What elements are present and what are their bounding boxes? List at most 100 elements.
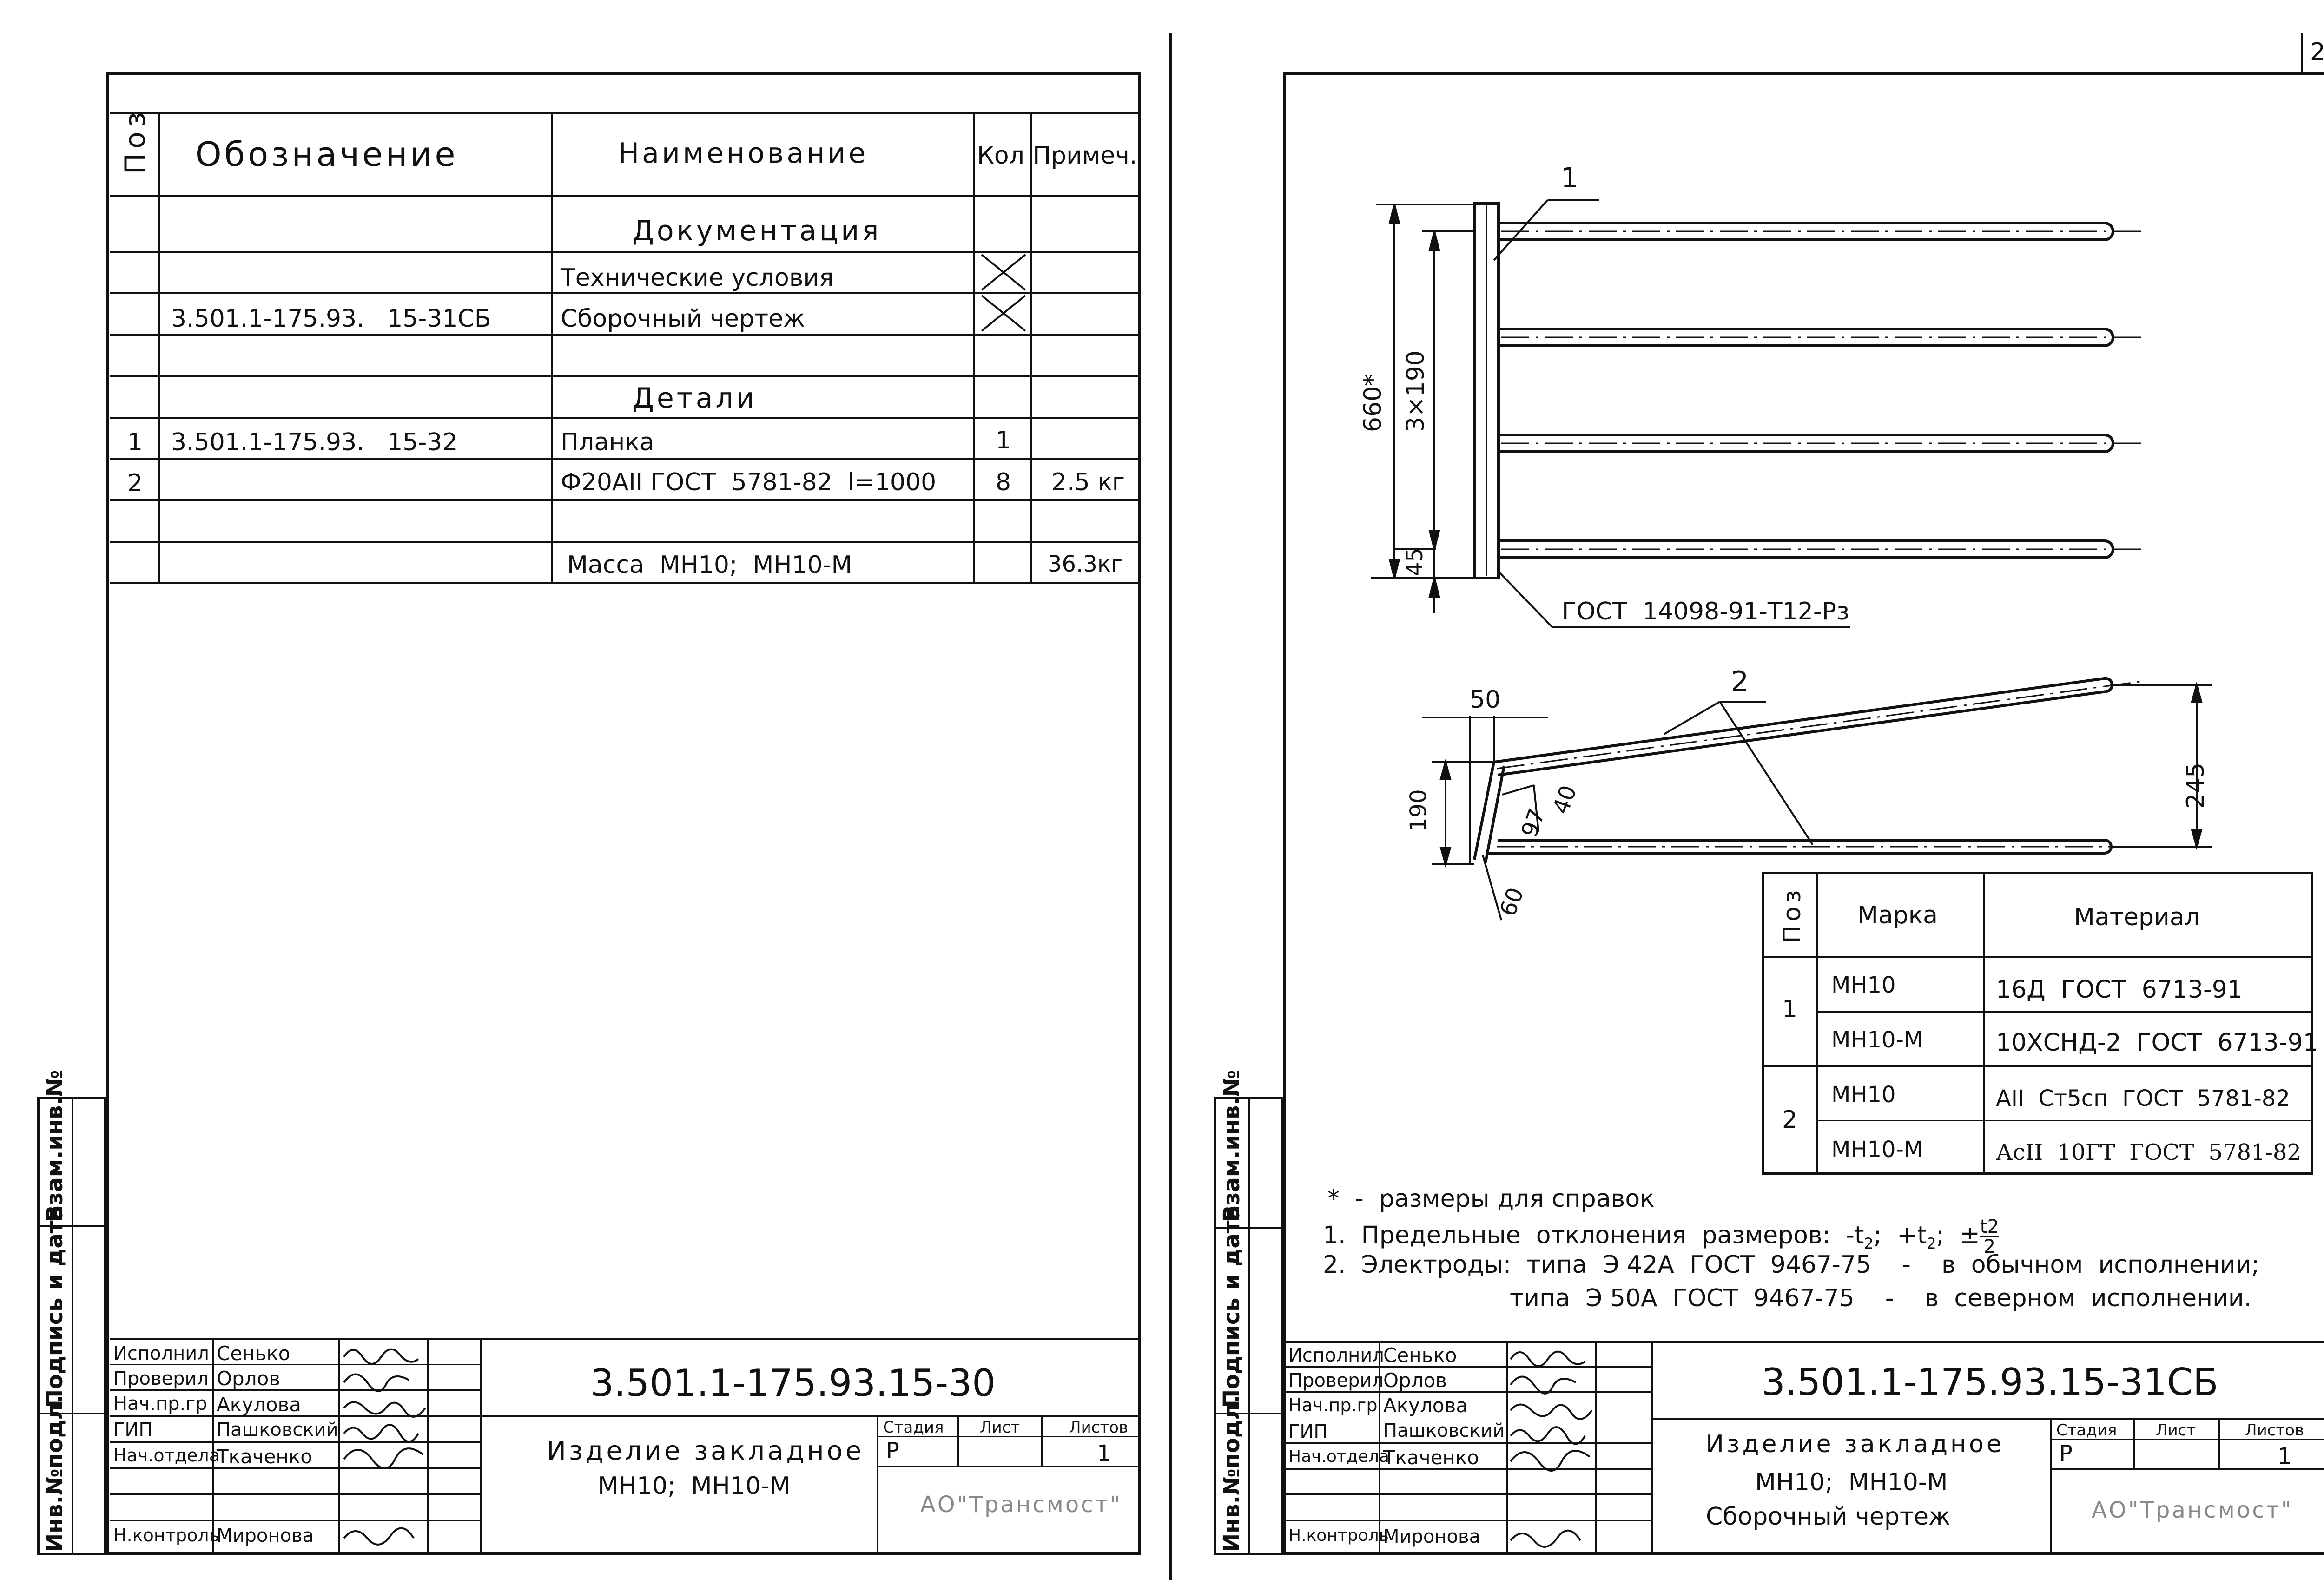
mat-row-1-material: 16Д ГОСТ 6713-91 (1996, 976, 2243, 1004)
r-role-6: Н.контроль (1288, 1526, 1389, 1545)
r-stamp-inv-swap: Взам.инв.№ (1219, 1070, 1245, 1223)
right-sheets-label: Листов (2245, 1421, 2304, 1440)
mat-row-1-mark: МН10 (1831, 972, 1896, 998)
left-title-line1: Изделие закладное (547, 1436, 865, 1466)
r-role-1: Проверил (1288, 1370, 1384, 1391)
right-title-line1: Изделие закладное (1706, 1430, 2004, 1458)
right-code: 3.501.1-175.93.15-31СБ (1762, 1361, 2218, 1404)
leader-1-label: 1 (1561, 162, 1579, 194)
note-2-line1: 2. Электроды: типа Э 42А ГОСТ 9467-75 - … (1323, 1251, 2259, 1279)
name-0: Сенько (217, 1342, 290, 1365)
row2-name: Ф20АII ГОСТ 5781-82 l=1000 (561, 468, 937, 496)
dim-50-label: 50 (1470, 686, 1501, 714)
r-name-6: Миронова (1383, 1526, 1481, 1547)
note-1-mid: ; +t (1873, 1221, 1927, 1250)
note-1-frac-den: 2 (1983, 1236, 1996, 1257)
r-name-4: Ткаченко (1383, 1446, 1479, 1469)
row2-note: 2.5 кг (1051, 468, 1125, 496)
header-note: Примеч. (1033, 142, 1137, 170)
left-org: АО"Трансмост" (920, 1492, 1122, 1518)
stamp-inv-swap: Взам.инв.№ (42, 1070, 68, 1223)
row1-qty: 1 (996, 427, 1011, 454)
row1-pos: 1 (127, 428, 143, 456)
right-stage-label: Стадия (2056, 1421, 2117, 1440)
mat-row-4-material: АсII 10ГТ ГОСТ 5781-82 (1996, 1139, 2301, 1165)
sheet-divider (1169, 33, 1172, 1580)
leader-2-label: 2 (1731, 665, 1749, 698)
r-name-3: Пашковский (1383, 1420, 1505, 1441)
role-2: Нач.пр.гр (113, 1393, 207, 1414)
note-1-pm: ; ± (1936, 1221, 1980, 1250)
mat-header-pos: Поз (1778, 886, 1806, 943)
right-sheets: 1 (2278, 1443, 2292, 1469)
name-6: Миронова (217, 1525, 314, 1546)
note-2-line2: типа Э 50А ГОСТ 9467-75 - в северном исп… (1510, 1284, 2252, 1312)
mat-row-3-mark: МН10 (1831, 1082, 1896, 1108)
mat-header-material: Материал (2074, 903, 2200, 931)
role-0: Исполнил (113, 1343, 209, 1364)
row2-qty: 8 (996, 468, 1011, 496)
page-number-rule (2301, 33, 2303, 74)
r-role-4: Нач.отдела (1288, 1447, 1389, 1466)
left-stage-label: Стадия (883, 1418, 944, 1437)
mat-header-mark: Марка (1857, 901, 1938, 929)
row-mass-name: Масса МН10; МН10-М (567, 551, 852, 579)
left-stage: Р (886, 1438, 899, 1464)
r-name-1: Орлов (1383, 1369, 1447, 1392)
stamp-inv-orig: Инв.№подл. (42, 1395, 68, 1552)
note-1-sub2: 2 (1927, 1234, 1936, 1252)
mat-row-2-material: 10ХСНД-2 ГОСТ 6713-91 (1996, 1029, 2318, 1057)
dim-45-label: 45 (1402, 547, 1428, 576)
dim-245-label: 245 (2182, 762, 2210, 809)
name-2: Акулова (217, 1393, 301, 1416)
r-role-2: Нач.пр.гр (1288, 1395, 1378, 1415)
section-docs: Документация (632, 215, 882, 247)
r-role-0: Исполнил (1288, 1345, 1384, 1366)
right-org: АО"Трансмост" (2092, 1497, 2293, 1523)
row1-name: Планка (561, 428, 654, 456)
header-designation: Обозначение (195, 135, 458, 174)
r-name-2: Акулова (1383, 1394, 1468, 1417)
right-sheet (1283, 72, 2324, 1555)
left-code: 3.501.1-175.93.15-30 (590, 1362, 996, 1405)
left-sheet (106, 72, 1141, 1555)
role-3: ГИП (113, 1419, 153, 1441)
header-name: Наименование (618, 137, 869, 170)
mat-row-1-pos: 1 (1782, 995, 1798, 1023)
r-stamp-inv-orig: Инв.№подл. (1219, 1395, 1245, 1552)
mat-row-3-material: АII Ст5сп ГОСТ 5781-82 (1996, 1085, 2290, 1112)
dim-3x190-label: 3×190 (1402, 350, 1430, 432)
header-pos: Поз (119, 107, 152, 174)
note-1: 1. Предельные отклонения размеров: -t2; … (1323, 1217, 1999, 1256)
right-title-line3: Сборочный чертеж (1706, 1503, 1950, 1531)
row2-pos: 2 (127, 469, 143, 497)
row-assembly-name: Сборочный чертеж (561, 305, 805, 333)
left-sheets: 1 (1097, 1441, 1111, 1467)
page-number: 23 (2310, 38, 2324, 66)
name-1: Орлов (217, 1367, 281, 1390)
left-sheets-label: Листов (1069, 1418, 1129, 1437)
left-title-line2: МН10; МН10-М (598, 1472, 791, 1500)
header-qty: Кол (977, 142, 1024, 170)
row1-designation: 3.501.1-175.93. 15-32 (171, 428, 458, 456)
section-parts: Детали (632, 382, 757, 414)
mat-row-4-mark: МН10-М (1831, 1137, 1923, 1163)
note-1-sub1: 2 (1864, 1234, 1874, 1252)
right-title-line2: МН10; МН10-М (1755, 1468, 1948, 1496)
dim-190-label: 190 (1406, 789, 1432, 832)
note-1-prefix: 1. Предельные отклонения размеров: -t (1323, 1221, 1864, 1250)
r-name-0: Сенько (1383, 1344, 1457, 1367)
r-stamp-sign-date: Подпись и дата (1219, 1205, 1245, 1408)
row-assembly-designation: 3.501.1-175.93. 15-31СБ (171, 305, 491, 333)
name-4: Ткаченко (217, 1445, 312, 1468)
note-1-frac-num: t2 (1980, 1216, 1999, 1237)
row-mass-note: 36.3кг (1048, 551, 1123, 577)
dim-660-label: 660* (1359, 374, 1387, 432)
row-tech-name: Технические условия (561, 264, 834, 292)
role-4: Нач.отдела (113, 1445, 220, 1466)
right-stage: Р (2059, 1441, 2073, 1467)
right-sheet-label: Лист (2156, 1421, 2196, 1440)
note-star: * - размеры для справок (1327, 1185, 1655, 1213)
r-role-3: ГИП (1288, 1421, 1328, 1442)
name-3: Пашковский (217, 1419, 338, 1441)
